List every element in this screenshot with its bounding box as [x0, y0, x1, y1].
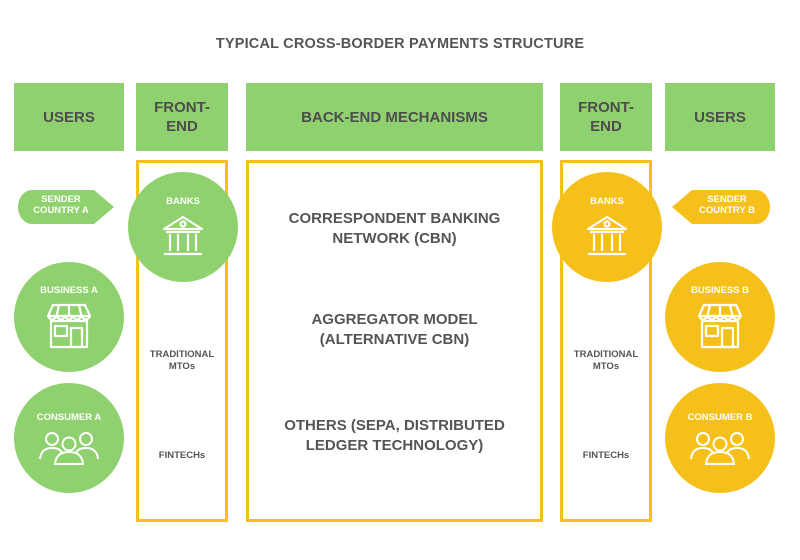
mechanism-aggregator: AGGREGATOR MODEL (ALTERNATIVE CBN) — [249, 310, 540, 350]
mechanism-aggregator-line2: (ALTERNATIVE CBN) — [319, 331, 470, 348]
sender-country-b-arrow: SENDER COUNTRY B — [670, 186, 770, 228]
diagram-title: TYPICAL CROSS-BORDER PAYMENTS STRUCTURE — [215, 36, 585, 52]
business-b-label: BUSINESS B — [690, 284, 750, 296]
header-users-left: USERS — [14, 83, 124, 151]
bank-icon — [162, 215, 204, 255]
mechanism-cbn-line1: CORRESPONDENT BANKING — [288, 210, 501, 227]
sender-a-line2: COUNTRY A — [33, 205, 89, 216]
bank-icon — [586, 215, 628, 255]
header-users-right: USERS — [665, 83, 775, 151]
mtos-right-line2: MTOs — [592, 361, 620, 372]
mechanism-cbn-line2: NETWORK (CBN) — [332, 230, 457, 247]
header-frontend-right-label: FRONT- END — [578, 99, 634, 135]
backend-column — [246, 160, 543, 522]
banks-label-right: BANKS — [590, 195, 624, 207]
consumer-a-circle: CONSUMER A — [14, 383, 124, 493]
fintechs-right: FINTECHs — [582, 450, 630, 461]
mtos-left-line2: MTOs — [168, 361, 196, 372]
arrow-right-shape — [18, 190, 114, 224]
business-a-circle: BUSINESS A — [14, 262, 124, 372]
mechanism-aggregator-line1: AGGREGATOR MODEL — [311, 311, 478, 328]
header-users-right-label: USERS — [694, 108, 746, 126]
traditional-mtos-right: TRADITIONAL MTOs — [563, 349, 649, 373]
people-group-icon — [39, 431, 99, 465]
mechanism-others: OTHERS (SEPA, DISTRIBUTED LEDGER TECHNOL… — [249, 416, 540, 456]
banks-circle-right: BANKS — [552, 172, 662, 282]
banks-circle-left: BANKS — [128, 172, 238, 282]
business-a-label: BUSINESS A — [40, 284, 98, 296]
traditional-mtos-left: TRADITIONAL MTOs — [139, 349, 225, 373]
sender-a-line1: SENDER — [41, 194, 81, 205]
mechanism-others-line1: OTHERS (SEPA, DISTRIBUTED — [284, 417, 505, 434]
header-frontend-left: FRONT- END — [136, 83, 228, 151]
header-backend: BACK-END MECHANISMS — [246, 83, 543, 151]
consumer-a-label: CONSUMER A — [36, 411, 102, 423]
arrow-left-shape — [672, 190, 770, 224]
mtos-right-line1: TRADITIONAL — [573, 349, 639, 360]
sender-b-line1: SENDER — [707, 194, 747, 205]
header-frontend-left-label: FRONT- END — [154, 99, 210, 135]
header-frontend-right: FRONT- END — [560, 83, 652, 151]
header-users-left-label: USERS — [43, 108, 95, 126]
business-b-circle: BUSINESS B — [665, 262, 775, 372]
header-backend-label: BACK-END MECHANISMS — [301, 108, 488, 126]
mtos-left-line1: TRADITIONAL — [149, 349, 215, 360]
storefront-icon — [46, 303, 92, 348]
mechanism-cbn: CORRESPONDENT BANKING NETWORK (CBN) — [249, 209, 540, 249]
people-group-icon — [690, 431, 750, 465]
storefront-icon — [697, 303, 743, 348]
mechanism-others-line2: LEDGER TECHNOLOGY) — [305, 437, 484, 454]
fintechs-left: FINTECHs — [158, 450, 206, 461]
sender-b-line2: COUNTRY B — [699, 205, 755, 216]
consumer-b-label: CONSUMER B — [687, 411, 753, 423]
consumer-b-circle: CONSUMER B — [665, 383, 775, 493]
banks-label-left: BANKS — [166, 195, 200, 207]
sender-country-a-arrow: SENDER COUNTRY A — [18, 186, 116, 228]
